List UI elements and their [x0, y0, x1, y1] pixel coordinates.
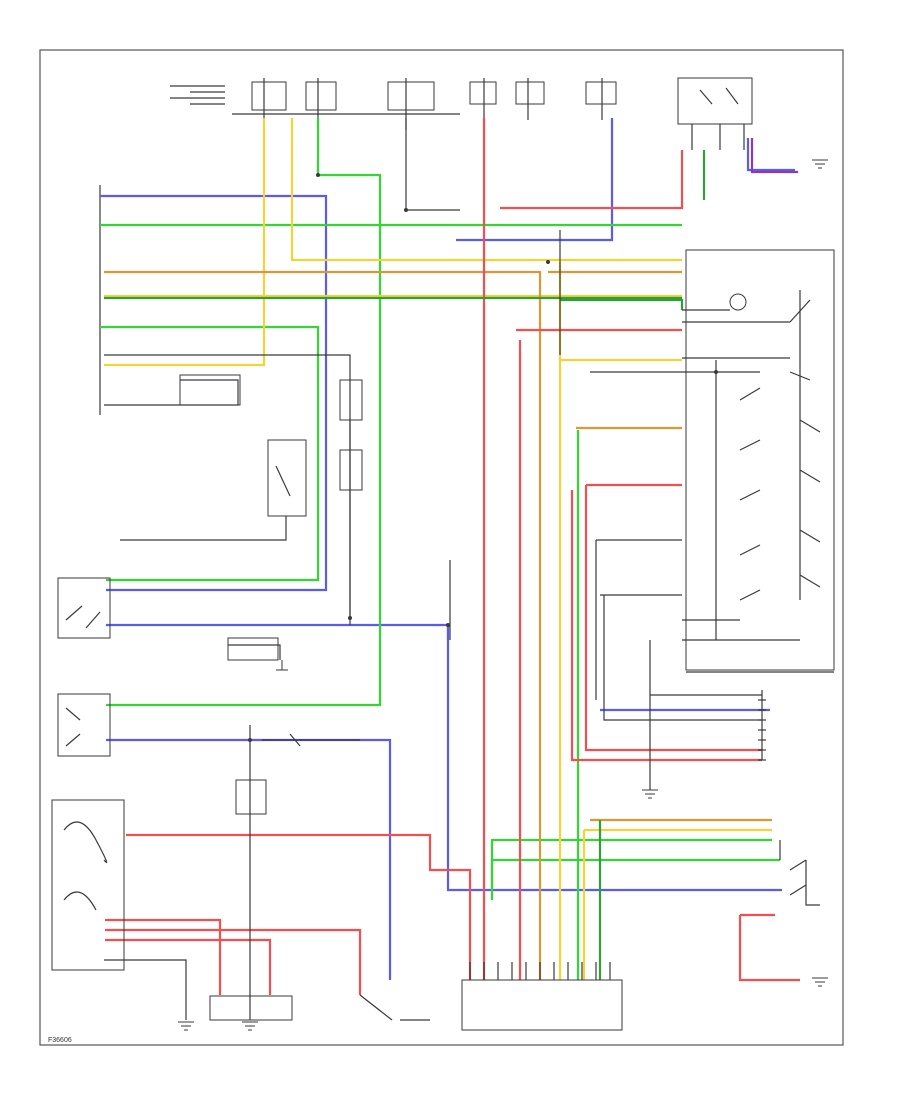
- diagram-frame: [39, 49, 844, 1046]
- fuse-block-top: [232, 78, 617, 130]
- ground-symbol: [178, 1021, 194, 1031]
- right-lower-switch: [779, 840, 820, 906]
- ground-symbol: [812, 977, 828, 987]
- control-module-right: [682, 249, 835, 673]
- dark-green-wires: [104, 150, 706, 980]
- green-wires: [100, 118, 780, 980]
- ground-symbol: [276, 660, 288, 671]
- ecu-pins: [469, 962, 611, 980]
- ground-symbols: [178, 159, 828, 1031]
- ground-symbol: [642, 789, 658, 799]
- relay-top-right: [677, 77, 753, 150]
- ground-symbol: [242, 1021, 258, 1031]
- yellow-wires: [104, 118, 772, 980]
- blue-wires: [100, 118, 795, 980]
- gray-wiring: [51, 118, 762, 1031]
- red-wires: [105, 118, 800, 995]
- right-connector-stack: [758, 690, 766, 761]
- orange-wires: [104, 270, 772, 980]
- splice-points: [248, 173, 718, 742]
- ground-symbol: [812, 159, 828, 169]
- top-labels: [170, 85, 225, 105]
- figure-code: F36606: [48, 1037, 72, 1044]
- purple-wire: [750, 138, 798, 174]
